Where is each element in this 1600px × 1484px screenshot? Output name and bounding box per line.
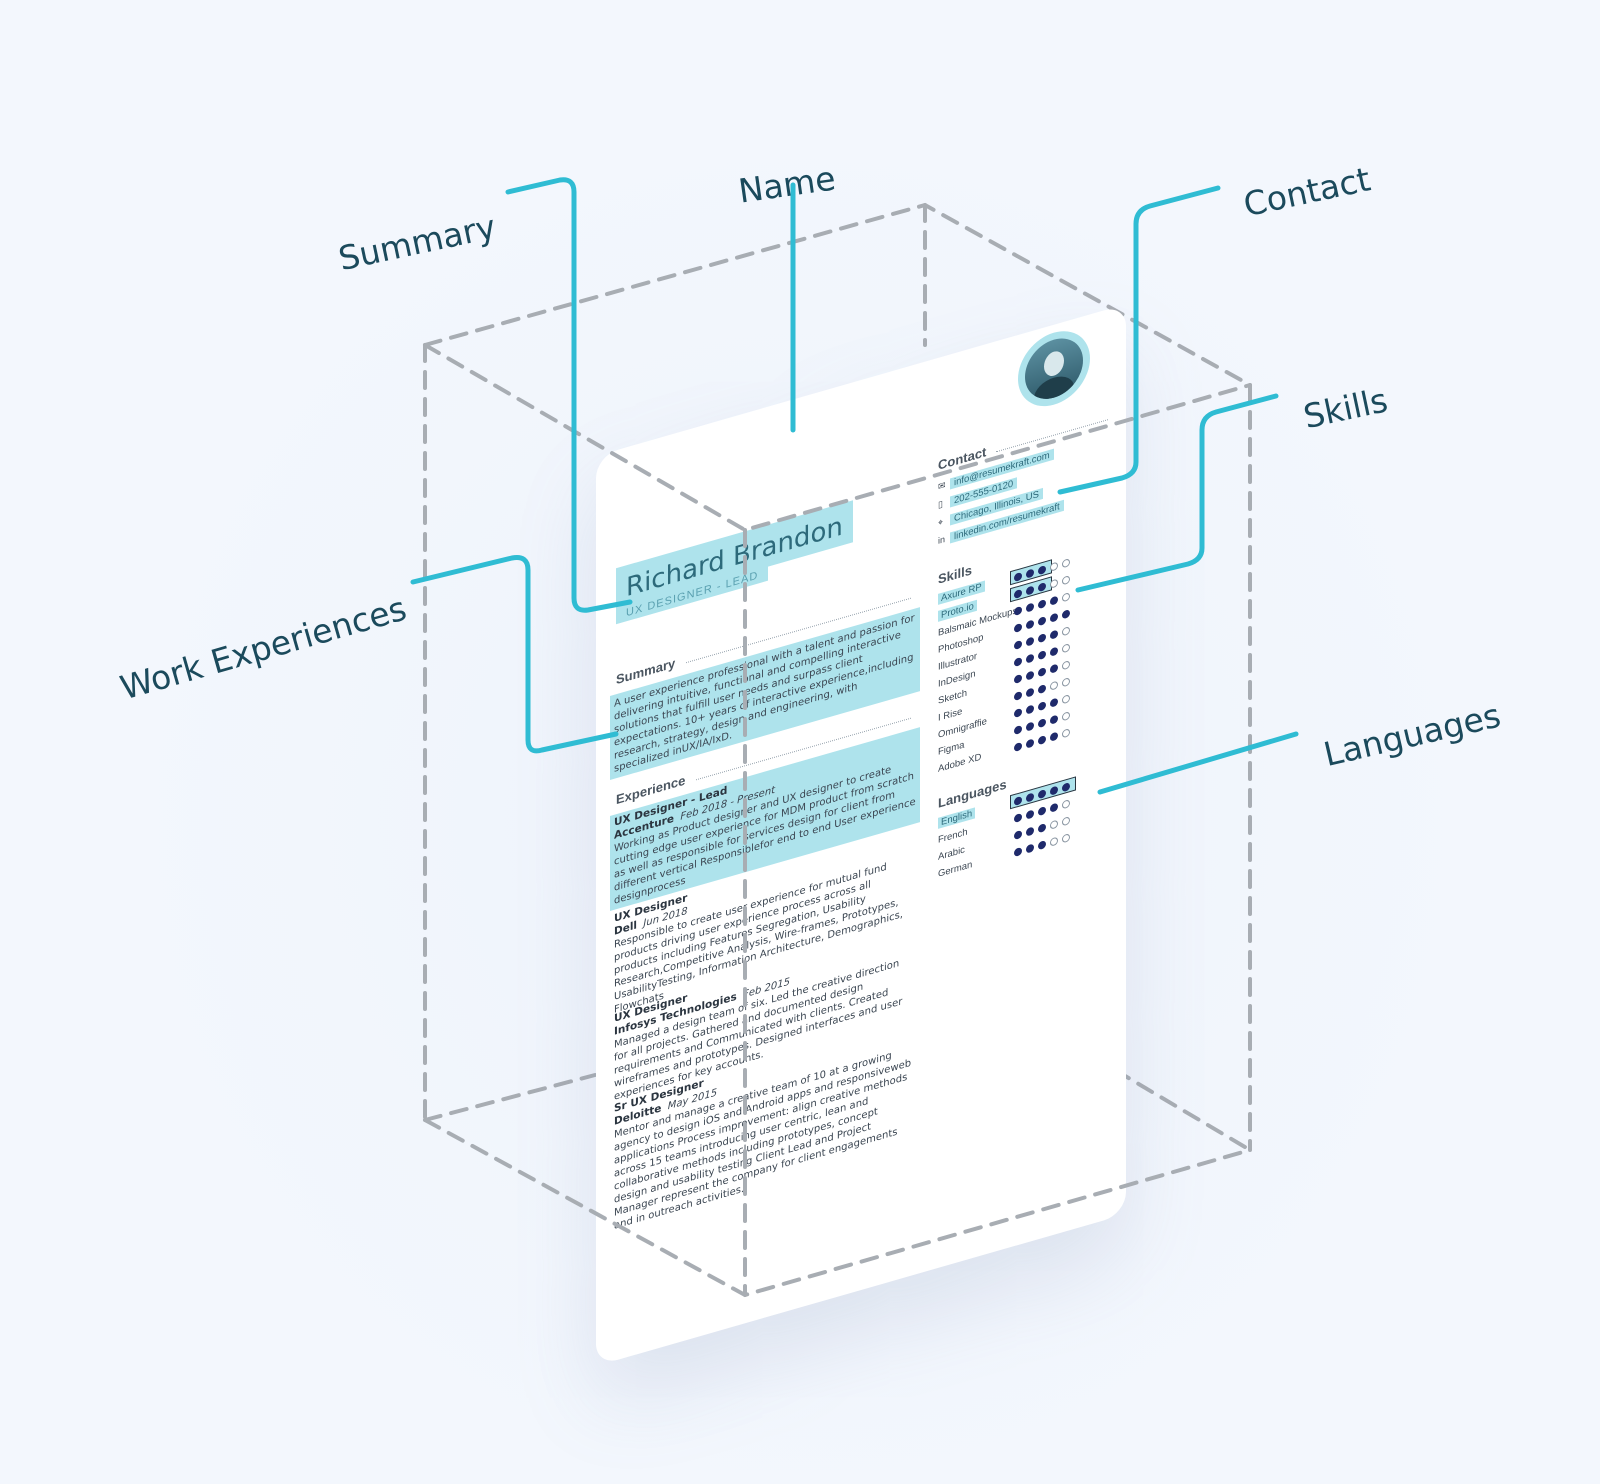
skills-connector [1075,393,1279,593]
summary-connector [505,177,633,613]
languages-connector [1097,731,1299,795]
work-connector [410,555,619,754]
contact-connector [1057,185,1221,495]
